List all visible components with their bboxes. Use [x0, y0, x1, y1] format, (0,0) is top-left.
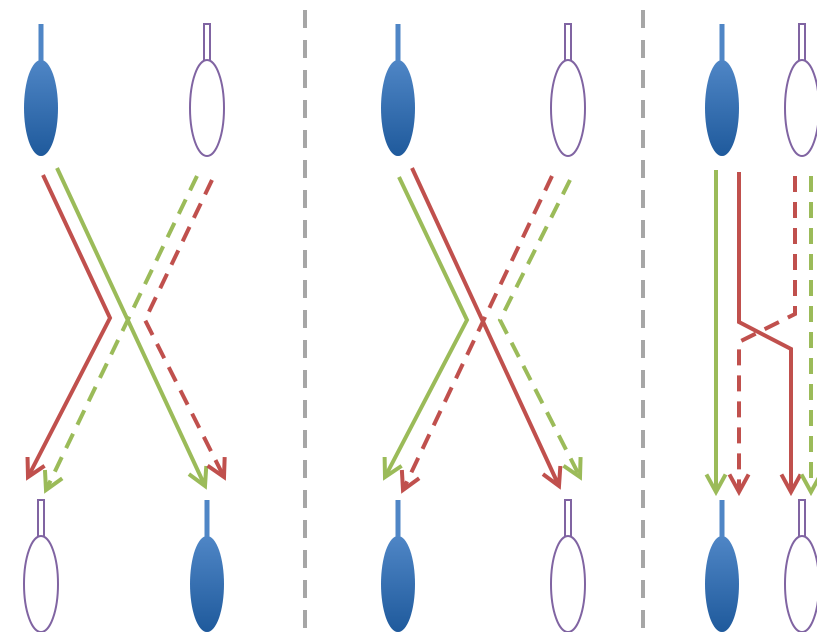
panel-3-red-dashed-arrow: [727, 176, 797, 497]
stem: [564, 499, 572, 538]
arrow-head: [399, 469, 421, 494]
panel-1-green-solid-arrow: [55, 167, 209, 490]
arrow-shaft: [410, 167, 561, 487]
outline-oval: [784, 535, 817, 632]
panel-2-bottom-filled-shape: [381, 500, 415, 632]
stem: [204, 500, 210, 540]
arrow-shaft: [55, 167, 207, 487]
arrow-shaft: [44, 175, 199, 491]
arrow-head: [382, 456, 403, 481]
panel-1-red-solid-arrow: [25, 174, 113, 481]
arrow-shaft: [737, 172, 793, 492]
panel-1-top-outline-shape: [189, 23, 225, 157]
stem: [395, 24, 401, 64]
arrow-head: [25, 456, 46, 481]
filled-oval: [381, 536, 415, 632]
filled-oval: [705, 536, 739, 632]
panel-3-green-solid-arrow: [704, 170, 728, 497]
filled-oval: [381, 60, 415, 156]
stem: [38, 24, 44, 64]
panel-2-top-outline-shape: [550, 23, 586, 157]
stem: [798, 23, 806, 62]
outline-oval: [550, 59, 586, 157]
outline-oval: [23, 535, 59, 632]
panel-2-green-solid-arrow: [382, 176, 470, 481]
stem: [203, 23, 211, 62]
panel-3-bottom-filled-shape: [705, 500, 739, 632]
arrow-shaft: [497, 179, 582, 478]
filled-oval: [190, 536, 224, 632]
arrow-shaft: [26, 174, 113, 478]
arrow-shaft: [401, 175, 554, 491]
panel-2-bottom-outline-shape: [550, 499, 586, 632]
panel-3-red-solid-arrow: [737, 172, 803, 497]
arrow-shaft: [383, 176, 470, 478]
outline-oval: [550, 535, 586, 632]
panel-1-red-dashed-arrow: [142, 179, 227, 481]
arrow-head: [562, 456, 583, 481]
stem: [564, 23, 572, 62]
arrow-head: [727, 473, 751, 497]
arrow-head: [704, 473, 728, 497]
panel-1-bottom-outline-shape: [23, 499, 59, 632]
arrow-shaft: [142, 179, 226, 478]
stem: [798, 499, 806, 538]
panel-1-bottom-filled-shape: [190, 500, 224, 632]
panel-3-top-outline-shape: [784, 23, 817, 157]
stem: [719, 500, 725, 540]
panel-2-red-dashed-arrow: [399, 175, 554, 494]
stem: [719, 24, 725, 64]
arrow-head: [206, 456, 227, 481]
filled-oval: [24, 60, 58, 156]
panel-3-top-filled-shape: [705, 24, 739, 156]
panel-3-bottom-outline-shape: [784, 499, 817, 632]
arrow-head: [779, 473, 803, 497]
arrows-layer: [25, 167, 817, 497]
outline-oval: [189, 59, 225, 157]
panel-2-green-dashed-arrow: [497, 179, 583, 481]
panel-1-green-dashed-arrow: [42, 175, 199, 494]
arrow-head: [42, 469, 64, 494]
panel-2-top-filled-shape: [381, 24, 415, 156]
stem: [395, 500, 401, 540]
outline-oval: [784, 59, 817, 157]
panel-dividers: [303, 10, 645, 632]
stem: [37, 499, 45, 538]
arrow-head: [541, 465, 563, 490]
panel-2-red-solid-arrow: [410, 167, 563, 490]
shapes-layer: [23, 23, 817, 632]
panel-1-top-filled-shape: [24, 24, 58, 156]
panel-3-green-dashed-arrow: [799, 176, 817, 497]
arrow-shaft: [737, 176, 797, 492]
filled-oval: [705, 60, 739, 156]
arrow-head: [799, 473, 817, 497]
arrow-head: [187, 465, 209, 490]
